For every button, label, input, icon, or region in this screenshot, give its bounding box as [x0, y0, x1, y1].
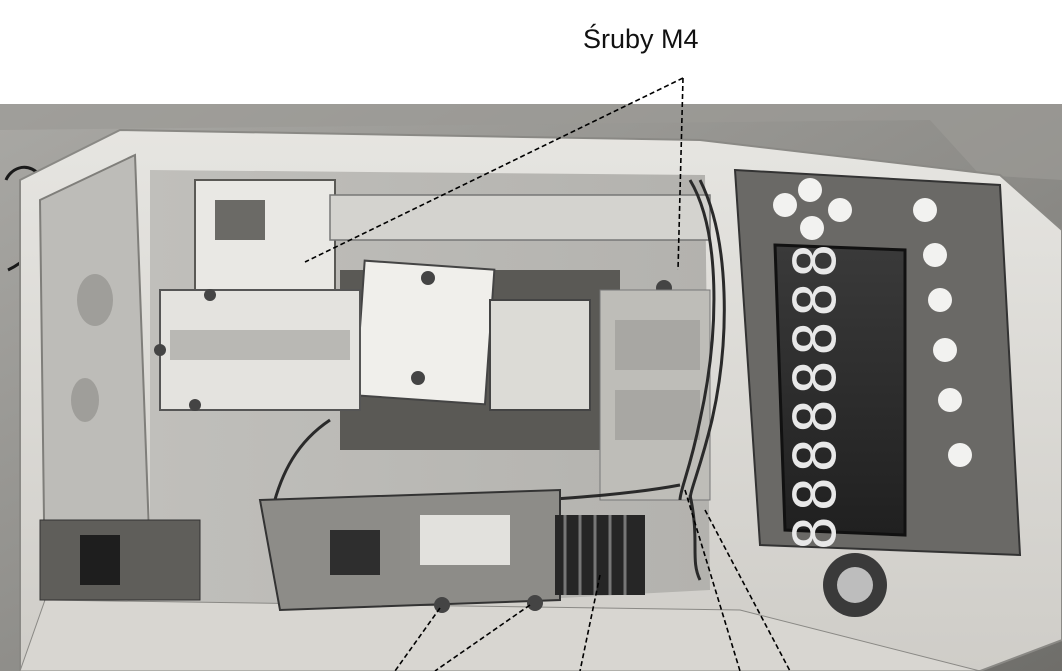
partition-wall: [329, 194, 711, 501]
transformer-block: [154, 179, 672, 450]
leader-top-2: [677, 77, 684, 271]
leader-lines: [304, 77, 791, 671]
display-board: 88888888: [733, 168, 1022, 557]
power-supply-board: [39, 488, 645, 613]
leader-bottom-5: [704, 509, 791, 671]
svg-text:88888888: 88888888: [781, 239, 849, 550]
screws-callout-label: Śruby M4: [583, 24, 699, 54]
leader-top-1: [304, 77, 684, 263]
heatsink: [555, 515, 645, 595]
buzzer: [823, 553, 887, 617]
leader-bottom-2: [434, 604, 531, 671]
leader-bottom-3: [579, 574, 601, 671]
leader-bottom-1: [394, 607, 441, 671]
